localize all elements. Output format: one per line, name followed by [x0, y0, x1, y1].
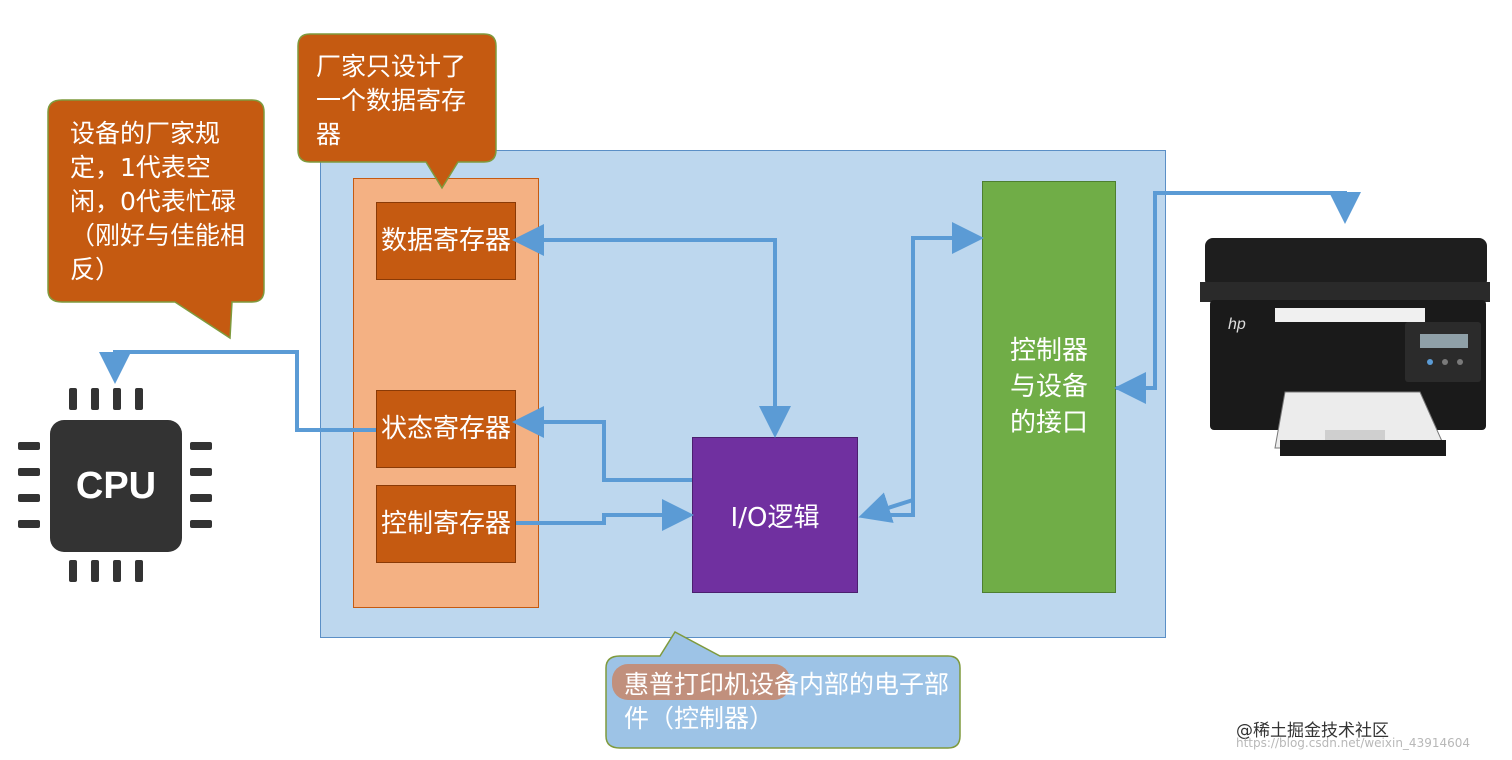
arrow-interface-to-io: [858, 492, 914, 523]
callout-manufacturer: [297, 33, 497, 190]
device-interface-label: 控制器与设备的接口: [1009, 336, 1088, 438]
status-register-label: 状态寄存器: [380, 413, 511, 444]
callout-status-rule-text: 设备的厂家规定，1代表空闲，0代表忙碌（刚好与佳能相反）: [70, 119, 246, 284]
cpu-chip-icon: [18, 388, 212, 582]
control-register: 控制寄存器: [376, 485, 516, 563]
data-register: 数据寄存器: [376, 202, 516, 280]
callout-manufacturer-text: 厂家只设计了一个数据寄存器: [316, 52, 467, 149]
arrow-status-register-to-cpu: [99, 350, 376, 432]
arrow-control-register-to-io: [516, 499, 694, 531]
device-interface-block: 控制器与设备的接口: [982, 181, 1116, 593]
watermark-url: https://blog.csdn.net/weixin_43914604: [1236, 736, 1471, 750]
arrow-io-to-interface: [864, 222, 984, 517]
control-register-label: 控制寄存器: [380, 508, 511, 539]
io-logic-label: I/O逻辑: [730, 502, 820, 533]
printer-logo: hp: [1228, 316, 1246, 333]
watermark: @稀土掘金技术社区: [1236, 721, 1389, 741]
arrow-io-to-data-register: [512, 224, 777, 420]
data-register-label: 数据寄存器: [380, 225, 511, 256]
arrow-io-to-status-register: [512, 406, 692, 482]
io-logic-block: I/O逻辑: [692, 437, 858, 593]
printer-icon: [1200, 238, 1490, 456]
callout-hp-controller-text: 惠普打印机设备内部的电子部件（控制器）: [624, 670, 950, 733]
cpu-label: CPU: [75, 464, 157, 507]
callout-hp-highlight: [612, 664, 790, 700]
status-register: 状态寄存器: [376, 390, 516, 468]
callout-status-rule: [47, 99, 265, 340]
